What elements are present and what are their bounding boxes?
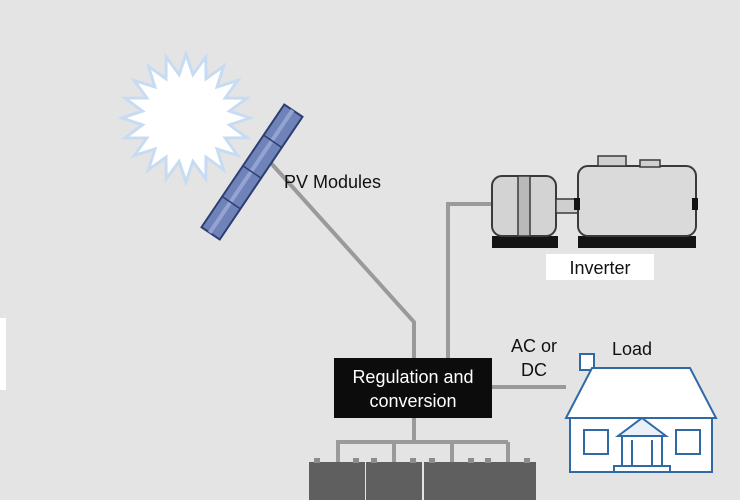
load-label: Load (612, 339, 652, 359)
inverter-label-box (546, 254, 654, 280)
pv-panel-icon (200, 103, 304, 241)
inverter-label: Inverter (569, 258, 630, 278)
battery-icon (366, 458, 422, 500)
ac-dc-label-line1: AC or (511, 336, 557, 356)
sun-icon (117, 49, 255, 187)
pv-modules-label: PV Modules (284, 172, 381, 192)
left-edge-mark (0, 318, 6, 390)
regulation-label-line2: conversion (369, 391, 456, 411)
inverter-icon (491, 155, 698, 248)
wiring (268, 160, 566, 462)
house-icon (564, 353, 718, 473)
battery-bank (309, 458, 536, 500)
regulation-box: Regulation and conversion (334, 358, 492, 418)
regulation-label-line1: Regulation and (352, 367, 473, 387)
battery-icon (480, 458, 536, 500)
ac-dc-label-line2: DC (521, 360, 547, 380)
wire-inverter-to-regulation (446, 202, 492, 360)
battery-icon (424, 458, 480, 500)
wire-pv-to-regulation (268, 160, 416, 360)
battery-icon (309, 458, 365, 500)
